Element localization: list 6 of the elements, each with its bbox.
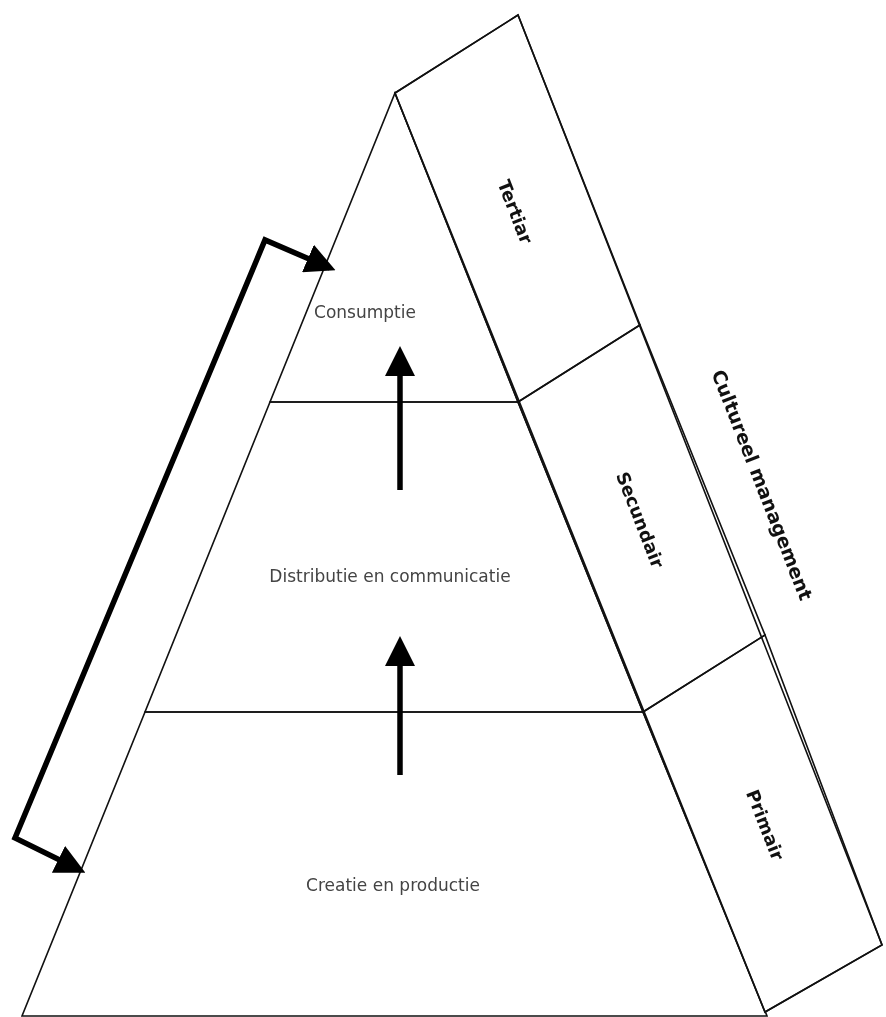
layer-label: Creatie en productie — [306, 875, 480, 895]
arrow — [385, 636, 415, 775]
arrow — [385, 346, 415, 490]
layer-label: Consumptie — [314, 302, 416, 322]
arrow — [11, 236, 336, 873]
layer-label: Distributie en communicatie — [269, 566, 511, 586]
